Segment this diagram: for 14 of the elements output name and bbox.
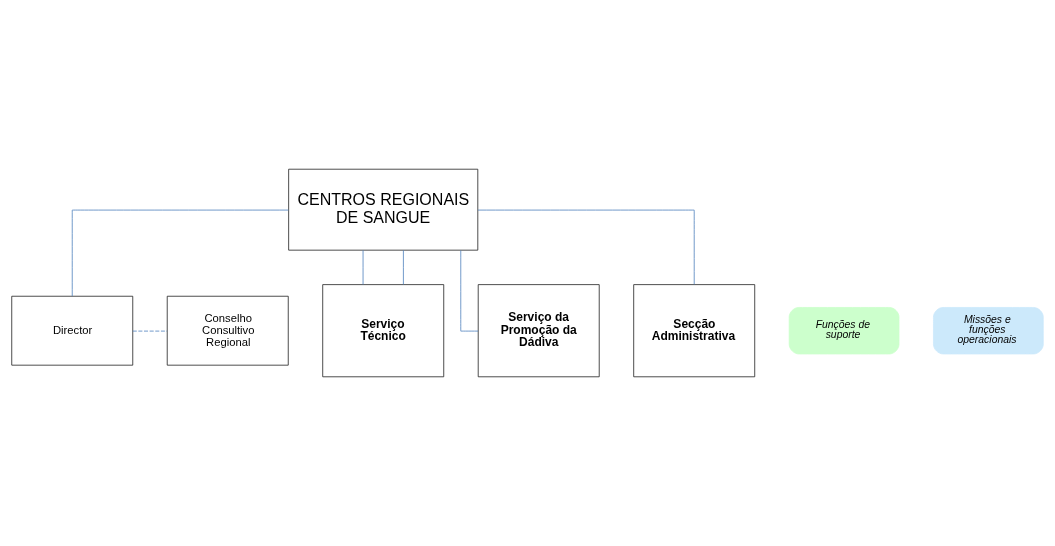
node-box: Director [11, 295, 134, 366]
connector [460, 250, 479, 332]
node-box: Secção Administrativa [633, 284, 756, 378]
node-box: Conselho Consultivo Regional [166, 295, 289, 366]
node-box: Serviço Técnico [322, 284, 445, 378]
node-box: CENTROS REGIONAIS DE SANGUE [288, 168, 479, 251]
connector [403, 249, 404, 285]
connector [132, 330, 168, 332]
node-box: Serviço da Promoção da Dádiva [477, 284, 600, 378]
node-box: Funções de suporte [788, 307, 900, 355]
connector [362, 249, 364, 285]
connector [477, 209, 695, 285]
connector [71, 209, 289, 297]
node-box: Missões e funções operacionais [933, 307, 1044, 355]
